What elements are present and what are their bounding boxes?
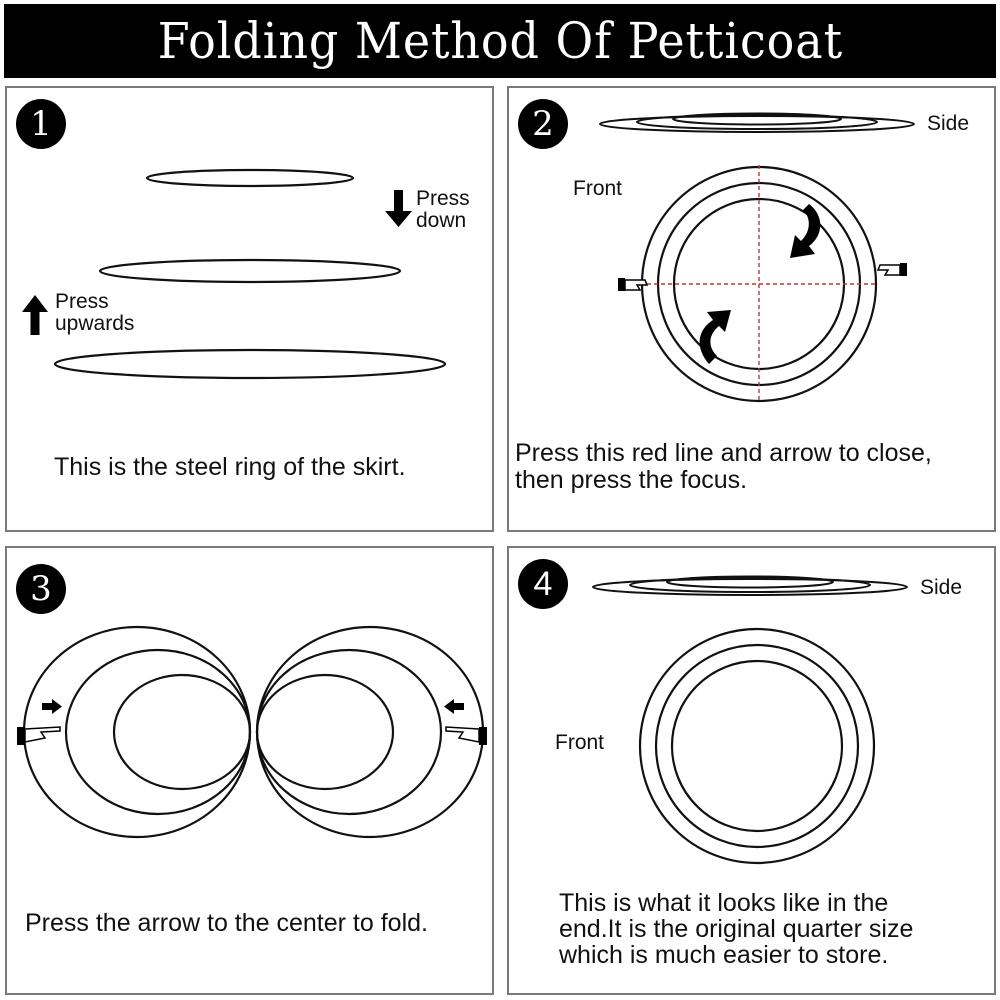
arrow-left-icon [444,699,464,714]
step-2-caption-line1: Press this red line and arrow to close, [515,439,932,467]
side-label: Side [920,576,963,599]
red-guide-lines [640,165,878,403]
title-banner: Folding Method Of Petticoat [4,4,996,78]
step-4-panel: 4 Side Front This is what it looks like … [507,546,996,995]
arrow-right-icon [42,699,62,714]
step-1-panel: 1 Press down Press upwards This is the s… [5,86,494,532]
hand-pointer-icon [17,726,61,745]
right-folded-rings [255,625,485,839]
step-3-caption: Press the arrow to the center to fold. [25,909,428,937]
press-up-label: Press upwards [55,291,134,335]
ring-top [145,168,355,188]
curved-arrow-icon [699,310,731,364]
step-badge: 4 [518,559,568,609]
step-4-illustration [592,575,908,865]
arrow-up-icon [22,295,48,335]
step-4-caption-line2: end.It is the original quarter size [559,915,914,943]
front-label: Front [555,731,605,754]
page-title: Folding Method Of Petticoat [157,12,843,70]
left-folded-rings [22,625,252,839]
press-down-label: Press down [416,188,470,232]
press-up-line1: Press [55,290,109,313]
step-badge: 2 [518,99,568,149]
step-4-caption: This is what it looks like in the end.It… [559,890,913,968]
curved-arrow-icon [790,204,821,258]
step-4-caption-line1: This is what it looks like in the [559,889,889,917]
step-3-illustration [17,625,487,839]
ring-middle [98,258,402,284]
hand-pointer-icon [445,726,487,745]
arrow-down-icon [385,190,412,227]
step-1-illustration [22,168,447,380]
side-view-rings [592,575,908,596]
step-1-caption: This is the steel ring of the skirt. [54,453,406,481]
hand-pointer-icon [876,263,907,276]
hand-pointer-icon [618,278,649,291]
step-2-panel: 2 Side Front Press this red line and arr… [507,86,996,532]
front-label: Front [573,177,623,200]
step-badge: 1 [16,99,66,149]
press-down-line2: down [416,209,467,232]
step-2-caption-line2: then press the focus. [515,466,748,494]
side-label: Side [927,112,970,135]
press-up-line2: upwards [55,312,135,335]
step-3-panel: 3 Press the arrow to the center to fold. [5,546,494,995]
ring-bottom [53,348,447,380]
step-2-illustration [599,112,915,403]
step-4-caption-line3: which is much easier to store. [559,941,889,969]
side-view-rings [599,112,915,133]
step-2-caption: Press this red line and arrow to close, … [515,440,932,494]
press-down-line1: Press [416,187,470,210]
step-badge: 3 [16,564,66,614]
front-view-rings [638,627,876,865]
